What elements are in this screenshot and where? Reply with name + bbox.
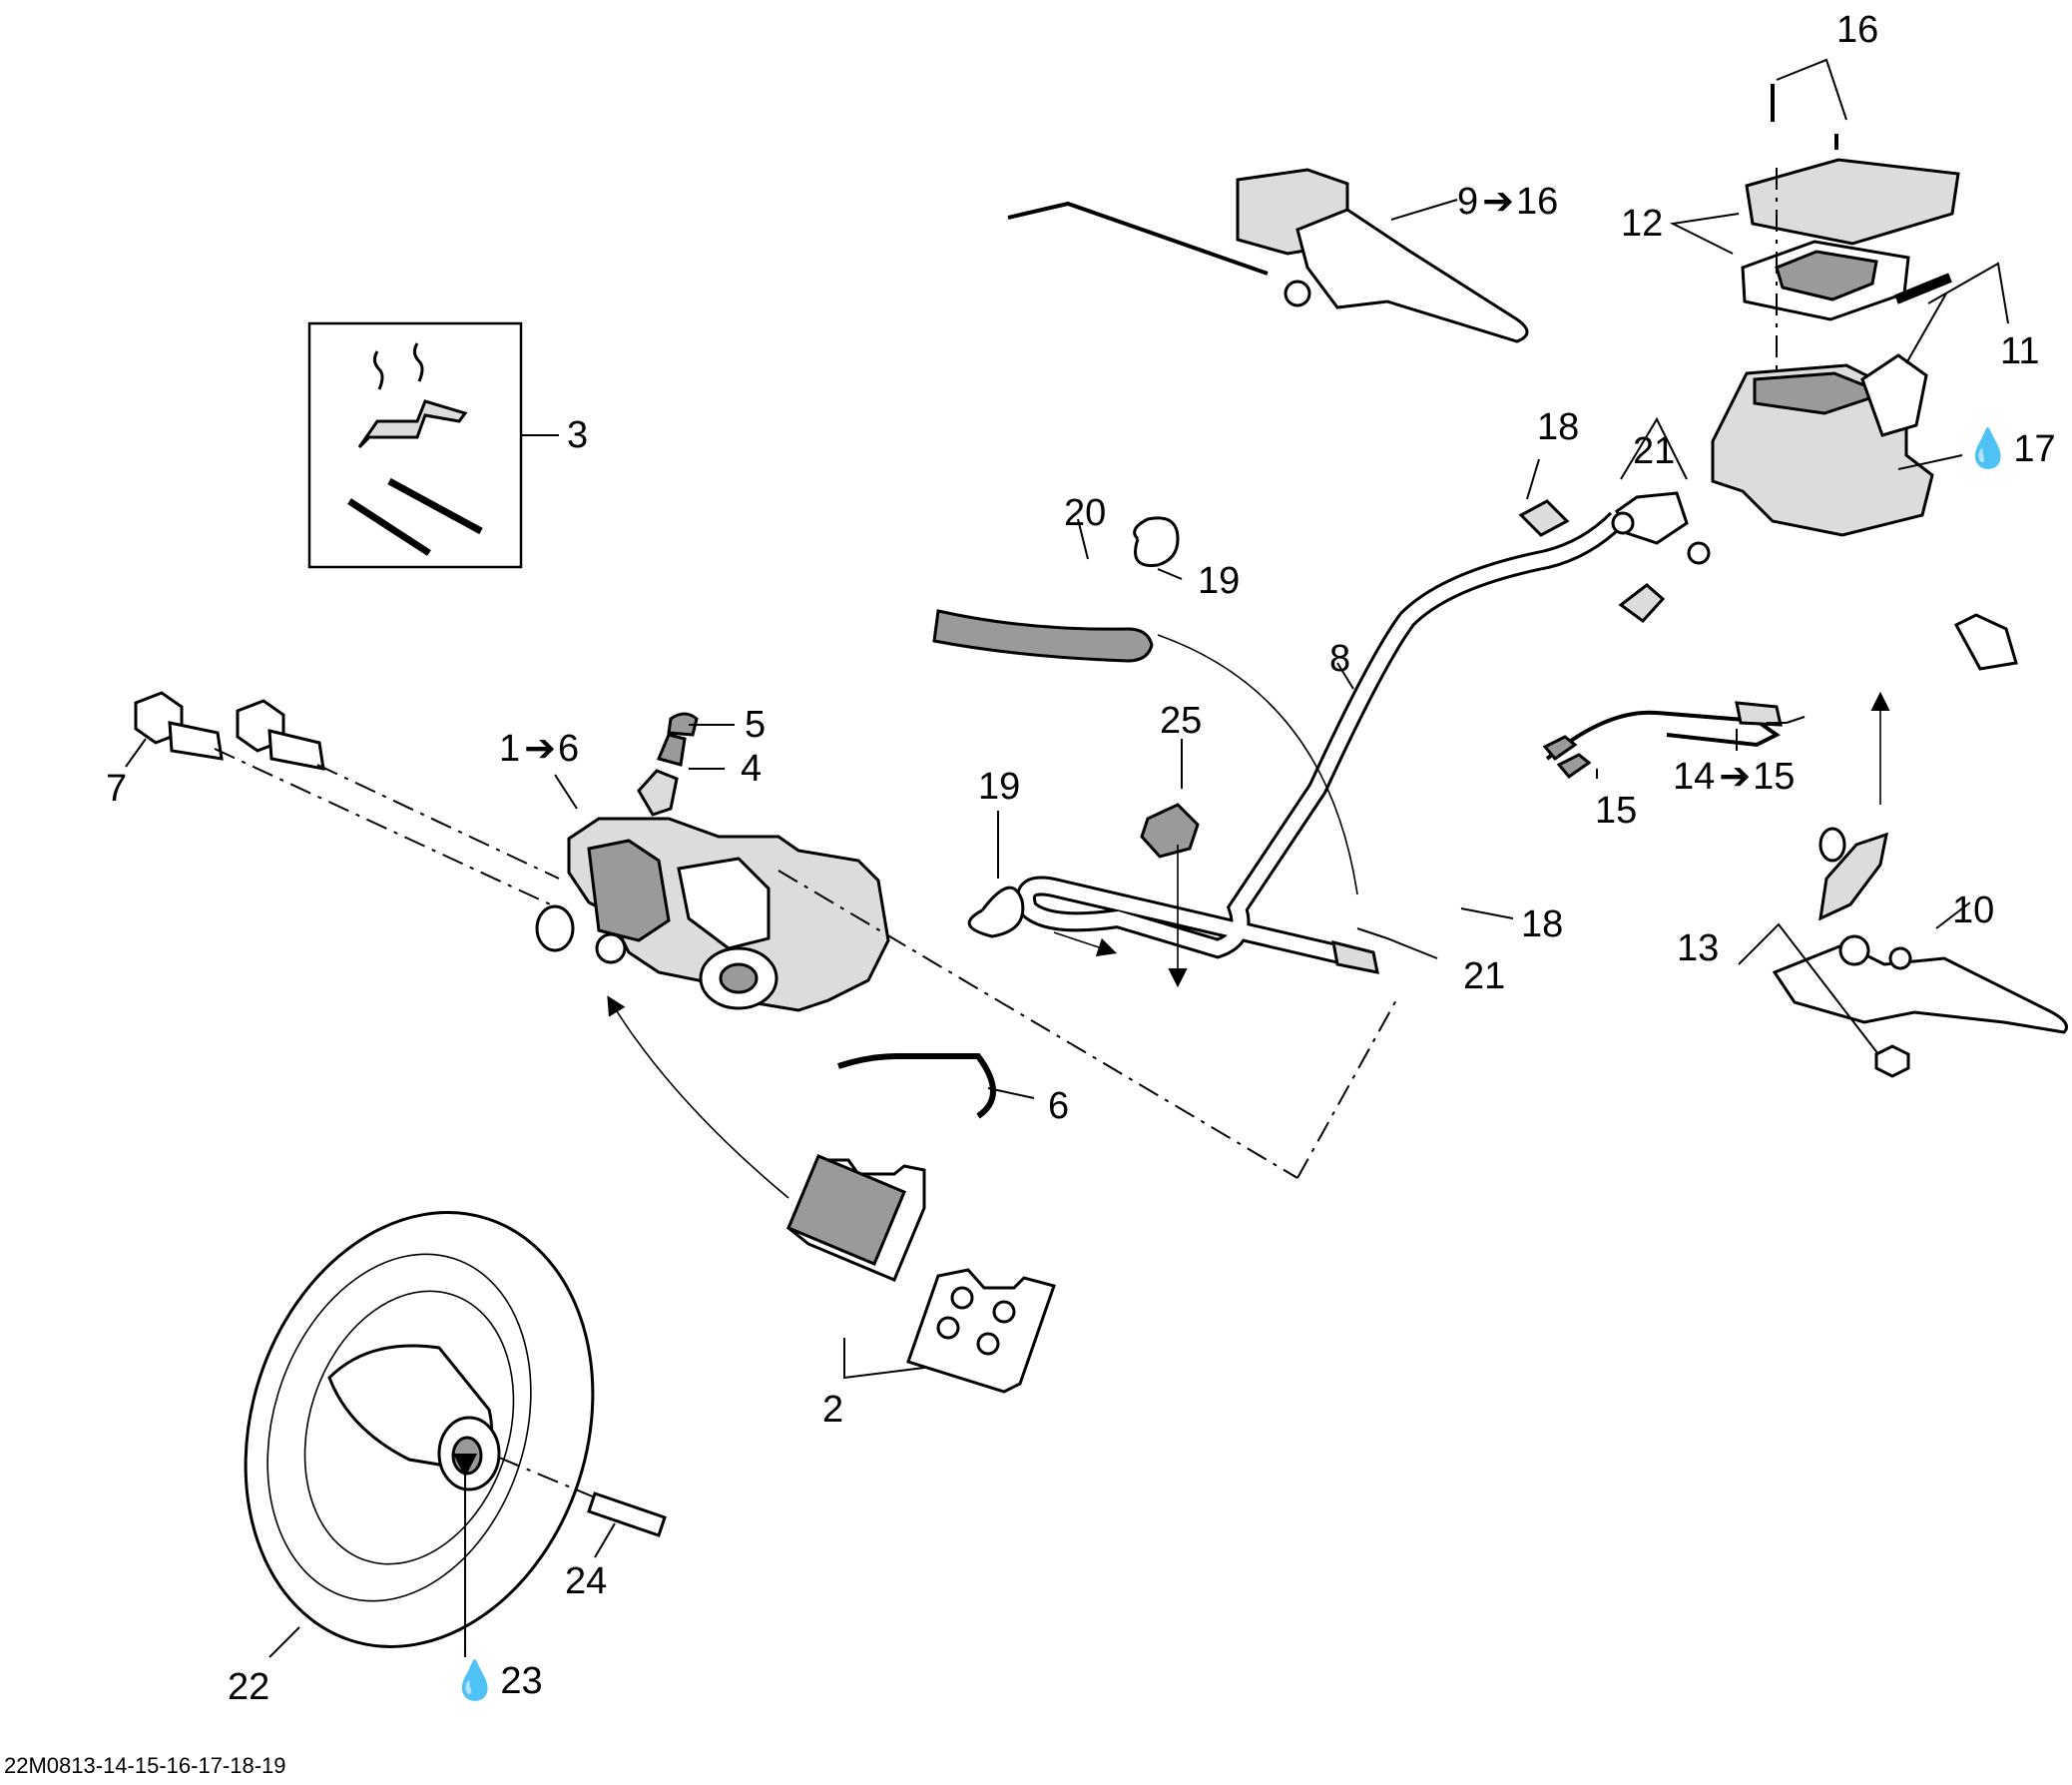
leader-lines	[125, 58, 2009, 1658]
figure-id: 22M0813-14-15-16-17-18-19	[4, 1753, 286, 1778]
callout-25: 25	[1160, 700, 1202, 742]
callout-13: 13	[1677, 927, 1719, 969]
right-arrow-icon: ➔	[1719, 756, 1751, 798]
callout-labels: 1➔6 2 3 4 5 6 7 8 9➔16 10 11 12 13 14➔15…	[106, 9, 2056, 1708]
callout-7: 7	[106, 768, 127, 810]
oil-drop-icon: 💧	[451, 1658, 498, 1702]
callout-3: 3	[567, 414, 588, 456]
callout-10: 10	[1952, 890, 1994, 931]
callout-4: 4	[741, 748, 762, 790]
brake-light-switch	[1542, 701, 1806, 780]
callout-21-upper: 21	[1633, 430, 1675, 472]
callout-11: 11	[2000, 330, 2039, 372]
brake-disc	[244, 1211, 667, 1648]
callout-8: 8	[1329, 638, 1350, 680]
callout-24: 24	[565, 1560, 607, 1602]
caliper-bolts	[134, 691, 560, 909]
brake-caliper	[535, 712, 890, 1012]
protector-sleeve-20	[932, 609, 1358, 895]
callout-16: 16	[1836, 9, 1878, 51]
callout-2: 2	[822, 1389, 843, 1431]
callout-14: 14➔15	[1673, 756, 1795, 798]
callout-12: 12	[1621, 203, 1663, 245]
right-arrow-icon: ➔	[1482, 181, 1514, 223]
callout-15: 15	[1595, 790, 1637, 832]
hose-clips	[967, 516, 1200, 938]
right-arrow-icon: ➔	[524, 728, 556, 770]
brake-lever-10	[1772, 827, 2068, 1078]
callout-21-lower: 21	[1463, 955, 1505, 997]
callout-5: 5	[745, 704, 766, 746]
callout-1: 1➔6	[499, 728, 579, 770]
callout-19-lower: 19	[978, 766, 1020, 808]
callout-22: 22	[228, 1666, 269, 1708]
callout-9: 9➔16	[1457, 181, 1558, 223]
oil-drop-icon: 💧	[1964, 426, 2011, 470]
brake-hose-8	[1016, 511, 1666, 974]
callout-19-upper: 19	[1198, 560, 1240, 602]
reservoir-cover	[1741, 84, 1960, 369]
master-cylinder-body	[1518, 273, 2018, 671]
master-cylinder-assembly	[1007, 168, 1529, 343]
brake-pads	[786, 1154, 1056, 1394]
pin-kit-box	[307, 321, 555, 569]
callout-6: 6	[1048, 1085, 1069, 1127]
callout-18-upper: 18	[1537, 406, 1579, 448]
callout-17: 💧17	[1964, 426, 2056, 470]
callout-20: 20	[1064, 492, 1106, 534]
callout-23: 💧23	[451, 1658, 543, 1702]
callout-18-lower: 18	[1521, 903, 1563, 945]
